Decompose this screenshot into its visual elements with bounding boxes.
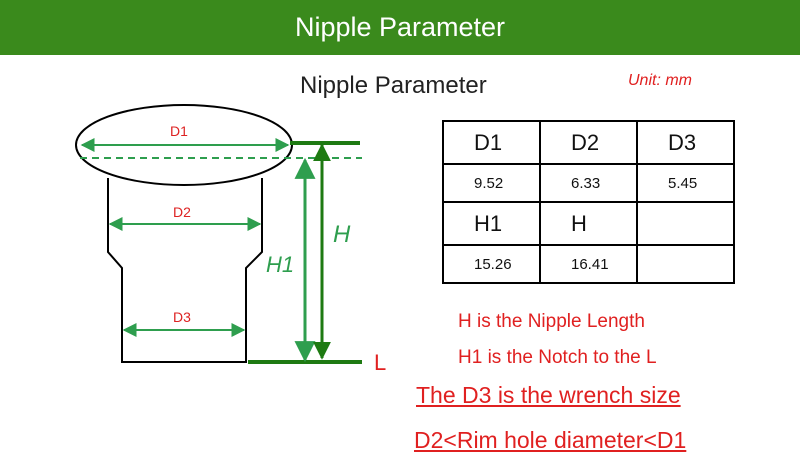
table-cell: D2 [539,120,638,165]
nipple-outline [107,178,263,363]
unit-label: Unit: mm [628,72,692,89]
table-row: 15.26 16.41 [442,244,735,284]
table-cell: H [539,201,638,246]
table-cell: D1 [442,120,541,165]
diagram-title: Nipple Parameter [300,72,487,99]
h-label: H [333,221,351,248]
header-banner: Nipple Parameter [0,0,800,55]
table-row: D1 D2 D3 [442,120,735,165]
table-row: H1 H [442,201,735,246]
table-cell: 5.45 [636,163,735,203]
table-cell [636,201,735,246]
table-cell [636,244,735,284]
h1-label: H1 [266,252,294,277]
note-nipple-length: H is the Nipple Length [458,311,645,332]
note-notch: H1 is the Notch to the L [458,347,657,368]
d3-label: D3 [173,309,191,325]
parameter-table: D1 D2 D3 9.52 6.33 5.45 H1 H 15.26 16.41 [442,120,735,284]
table-cell: D3 [636,120,735,165]
table-row: 9.52 6.33 5.45 [442,163,735,203]
note-wrench-size: The D3 is the wrench size [416,382,681,408]
table-cell: 15.26 [442,244,541,284]
table-cell: 6.33 [539,163,638,203]
table-cell: 9.52 [442,163,541,203]
d1-label: D1 [170,123,188,139]
table-cell: H1 [442,201,541,246]
table-cell: 16.41 [539,244,638,284]
d2-label: D2 [173,204,191,220]
l-label: L [374,350,386,375]
note-rim-hole: D2<Rim hole diameter<D1 [414,427,687,453]
header-title: Nipple Parameter [294,12,506,42]
